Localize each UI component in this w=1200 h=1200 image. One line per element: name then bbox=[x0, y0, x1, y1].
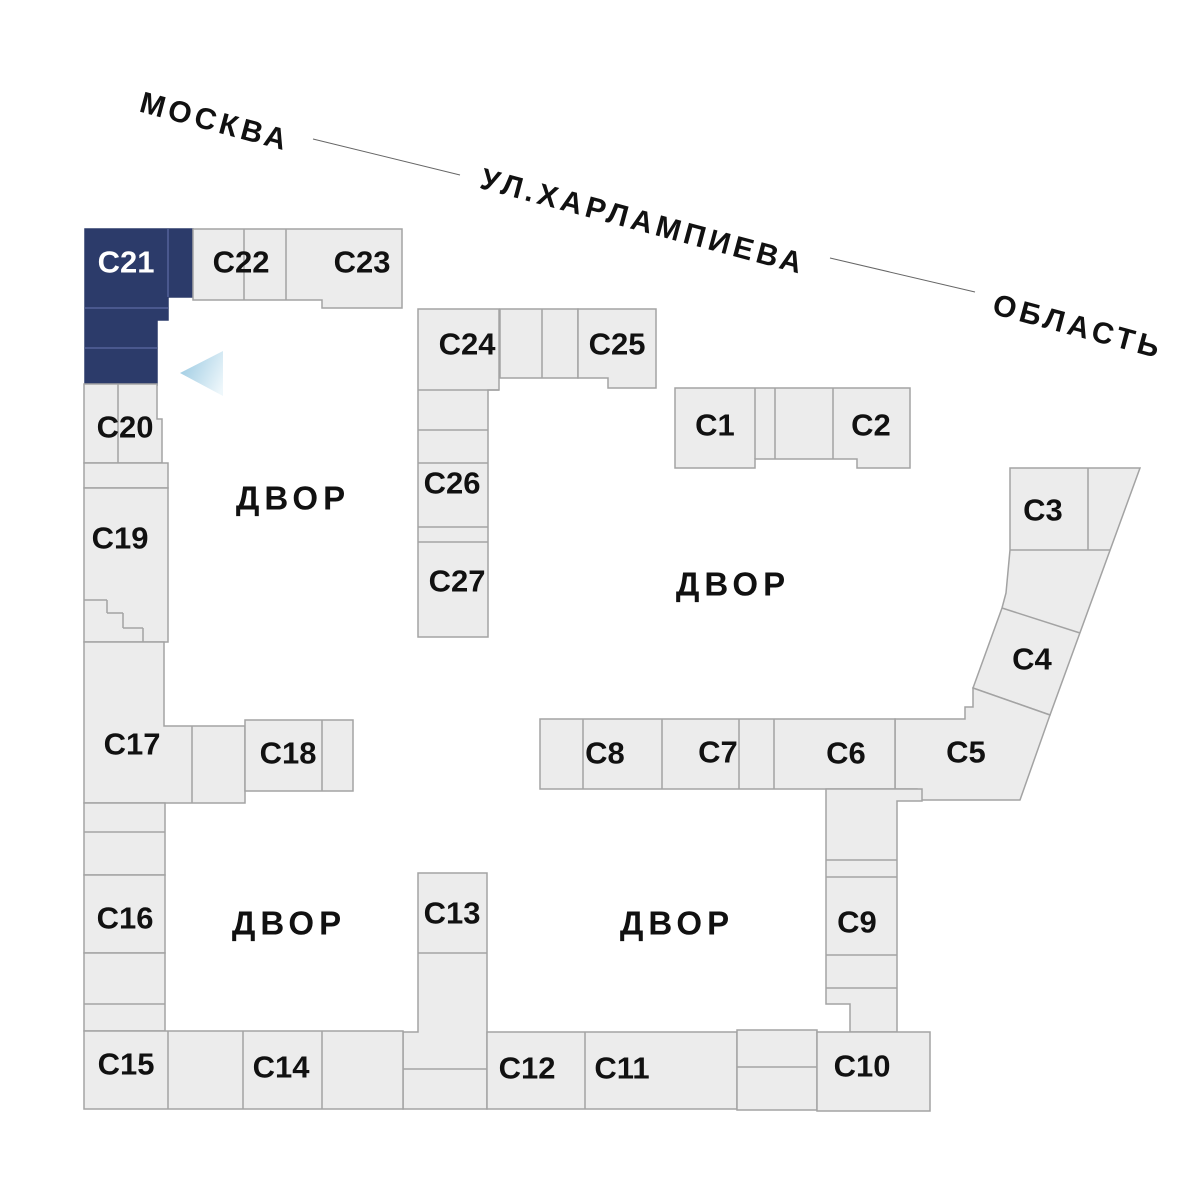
building-label-с4[interactable]: С4 bbox=[1012, 642, 1052, 677]
building-label-с8[interactable]: С8 bbox=[585, 736, 625, 771]
building-label-с14[interactable]: С14 bbox=[253, 1050, 311, 1085]
building-c11-c10-link[interactable] bbox=[736, 1029, 818, 1111]
street-line bbox=[829, 257, 976, 293]
building-label-с22[interactable]: С22 bbox=[213, 245, 270, 280]
street-line bbox=[312, 138, 461, 176]
building-label-с9[interactable]: С9 bbox=[837, 905, 877, 940]
building-c18[interactable] bbox=[244, 719, 354, 792]
courtyard-label: ДВОР bbox=[676, 566, 790, 603]
unit-divider bbox=[1001, 607, 1081, 634]
buildings-layer bbox=[83, 228, 1142, 1112]
building-label-с13[interactable]: С13 bbox=[424, 896, 481, 931]
street-oblast: ОБЛАСТЬ bbox=[989, 288, 1167, 365]
building-c20-c19-link[interactable] bbox=[83, 462, 169, 489]
building-c16-c15-link[interactable] bbox=[83, 952, 166, 1032]
courtyard-labels-layer: ДВОР ДВОР ДВОР ДВОР bbox=[232, 480, 790, 942]
building-c10[interactable] bbox=[816, 1031, 931, 1112]
courtyard-label: ДВОР bbox=[620, 905, 734, 942]
unit-dividers-layer bbox=[84, 229, 1110, 1109]
building-label-с15[interactable]: С15 bbox=[98, 1047, 155, 1082]
building-label-с6[interactable]: С6 bbox=[826, 736, 866, 771]
building-label-с18[interactable]: С18 bbox=[260, 736, 317, 771]
street-kharlampieva: УЛ.ХАРЛАМПИЕВА bbox=[477, 163, 809, 282]
building-label-с10[interactable]: С10 bbox=[834, 1049, 891, 1084]
selected-building-arrow-icon bbox=[180, 351, 223, 396]
building-label-с12[interactable]: С12 bbox=[499, 1051, 556, 1086]
building-label-с26[interactable]: С26 bbox=[424, 466, 481, 501]
building-label-с16[interactable]: С16 bbox=[97, 901, 154, 936]
building-c22-c23[interactable] bbox=[192, 228, 403, 309]
courtyard-label: ДВОР bbox=[236, 480, 350, 517]
building-c19[interactable] bbox=[83, 487, 169, 643]
courtyard-label: ДВОР bbox=[232, 905, 346, 942]
selection-arrow-layer bbox=[180, 351, 223, 396]
building-label-с27[interactable]: С27 bbox=[429, 564, 486, 599]
building-label-с2[interactable]: С2 bbox=[851, 408, 891, 443]
building-c1-c2[interactable] bbox=[674, 387, 911, 469]
building-label-с17[interactable]: С17 bbox=[104, 727, 161, 762]
building-c24-c25-link[interactable] bbox=[499, 308, 579, 379]
building-label-с21[interactable]: С21 bbox=[98, 245, 155, 280]
building-label-с11[interactable]: С11 bbox=[594, 1051, 649, 1086]
building-label-с25[interactable]: С25 bbox=[589, 327, 646, 362]
building-c25[interactable] bbox=[577, 308, 657, 389]
building-label-с24[interactable]: С24 bbox=[439, 327, 497, 362]
building-c3-c4-band[interactable] bbox=[972, 467, 1142, 716]
building-label-с1[interactable]: С1 bbox=[695, 408, 735, 443]
building-label-с3[interactable]: С3 bbox=[1023, 493, 1063, 528]
building-c17-c16-link[interactable] bbox=[83, 802, 166, 876]
building-label-с19[interactable]: С19 bbox=[92, 521, 149, 556]
building-label-с7[interactable]: С7 bbox=[698, 735, 738, 770]
building-c17[interactable] bbox=[83, 641, 246, 804]
street-moskva: МОСКВА bbox=[136, 86, 293, 158]
building-label-с23[interactable]: С23 bbox=[334, 245, 391, 280]
building-label-с20[interactable]: С20 bbox=[97, 410, 154, 445]
building-label-с5[interactable]: С5 bbox=[946, 735, 986, 770]
